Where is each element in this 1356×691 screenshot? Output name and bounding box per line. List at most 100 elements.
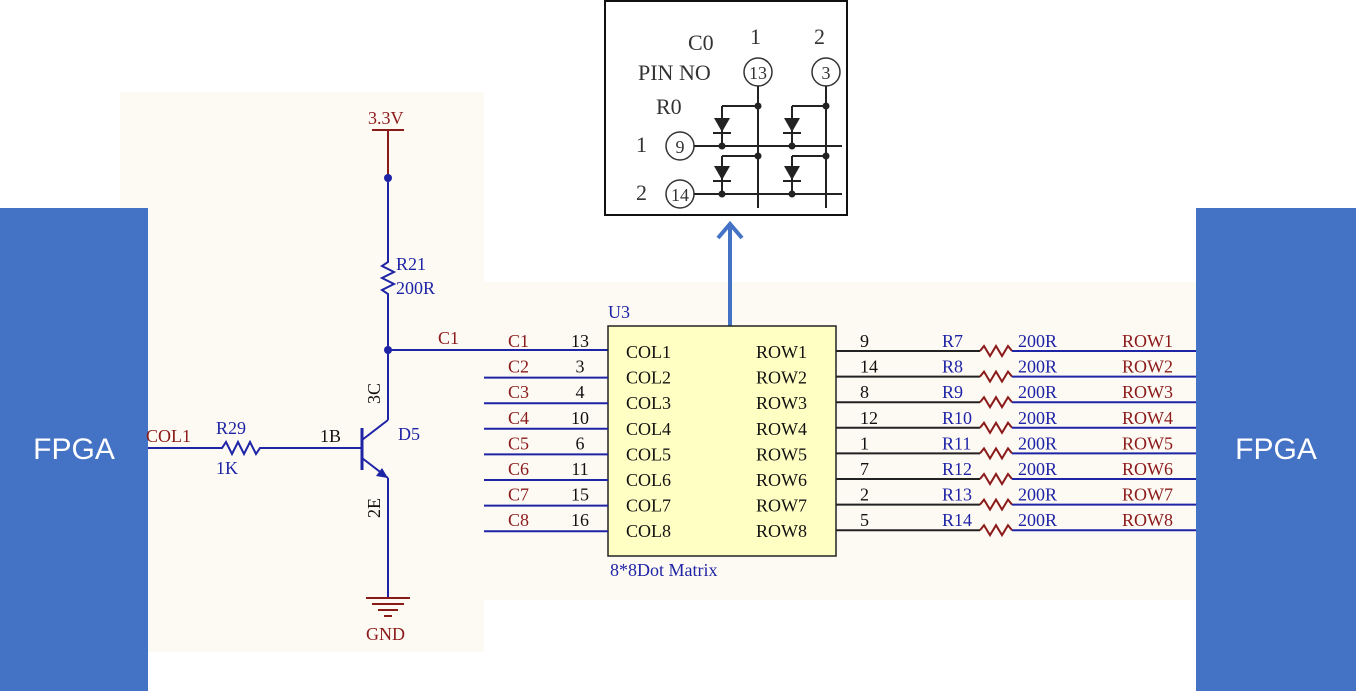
gnd-symbol <box>366 597 410 617</box>
row-resistor-ref: R11 <box>942 433 971 453</box>
left-pin-name: COL6 <box>626 470 671 490</box>
inset-c0-label: C0 <box>688 30 714 55</box>
left-pin-number: 6 <box>576 433 585 453</box>
vcc-label: 3.3V <box>368 108 404 128</box>
row-resistor <box>979 395 1013 410</box>
left-pin-name: COL4 <box>626 419 671 439</box>
row-resistor <box>979 420 1013 435</box>
right-pin-name: ROW6 <box>756 470 807 490</box>
row-net-label: ROW3 <box>1122 382 1173 402</box>
fpga-left-label: FPGA <box>33 432 115 466</box>
transistor-base-label: 1B <box>320 426 341 446</box>
row-resistor-value: 200R <box>1018 357 1057 377</box>
right-pin-number: 1 <box>860 433 869 453</box>
gnd-label: GND <box>366 624 405 644</box>
inset-pin3-label: 3 <box>822 63 831 83</box>
right-pin-number: 2 <box>860 485 869 505</box>
inset-led-diodes <box>713 102 830 198</box>
inset-pin9-label: 9 <box>676 137 685 157</box>
r21-resistor <box>379 254 397 300</box>
row-net-label: ROW1 <box>1122 331 1173 351</box>
row-resistor-ref: R14 <box>942 510 972 530</box>
schematic-background-lower <box>484 282 1196 600</box>
inset-pin14-label: 14 <box>671 185 689 205</box>
r29-value: 1K <box>216 458 238 478</box>
row-resistor <box>979 344 1013 358</box>
led-matrix-detail-drawing: C0 1 2 PIN NO 13 3 R0 1 9 2 14 <box>636 24 842 209</box>
row-resistor <box>979 472 1013 486</box>
inset-col2-label: 2 <box>814 24 825 49</box>
row-net-label: ROW5 <box>1122 433 1173 453</box>
right-pin-number: 7 <box>860 459 869 479</box>
vcc-junction <box>384 174 392 182</box>
right-pin-name: ROW5 <box>756 444 807 464</box>
pointer-arrow <box>716 220 744 326</box>
left-pin-net-label: C2 <box>508 357 529 377</box>
inset-row2-label: 2 <box>636 180 647 205</box>
right-pin-name: ROW2 <box>756 368 807 388</box>
left-pin-net-label: C3 <box>508 382 529 402</box>
transistor-collector-label: 3C <box>364 383 384 404</box>
fpga-right-label: FPGA <box>1235 432 1317 466</box>
right-pin-number: 14 <box>860 357 878 377</box>
row-resistor <box>979 497 1013 512</box>
row-resistor-value: 200R <box>1018 459 1057 479</box>
left-pin-name: COL7 <box>626 496 671 516</box>
vcc-symbol <box>372 129 404 178</box>
left-pin-net-label: C5 <box>508 433 529 453</box>
left-pin-number: 15 <box>571 485 589 505</box>
row-net-label: ROW7 <box>1122 485 1173 505</box>
left-pin-net-label: C7 <box>508 485 529 505</box>
led-matrix-detail-inset: C0 1 2 PIN NO 13 3 R0 1 9 2 14 <box>604 0 848 216</box>
transistor-emitter-label: 2E <box>364 498 384 518</box>
inset-row1-label: 1 <box>636 132 647 157</box>
schematic-background-upper <box>120 92 484 652</box>
left-pin-number: 4 <box>576 382 585 402</box>
u3-chip-body <box>607 325 837 557</box>
right-pin-name: ROW8 <box>756 521 807 541</box>
fpga-left-block: FPGA <box>0 208 148 691</box>
row-resistor-value: 200R <box>1018 433 1057 453</box>
transistor-ref: D5 <box>398 424 420 444</box>
left-pin-name: COL8 <box>626 521 671 541</box>
left-pin-number: 13 <box>571 331 589 351</box>
left-pin-number: 10 <box>571 408 589 428</box>
left-pin-name: COL1 <box>626 342 671 362</box>
r29-ref: R29 <box>216 418 246 438</box>
left-pin-name: COL2 <box>626 368 671 388</box>
row-resistor-ref: R12 <box>942 459 972 479</box>
row-resistor-ref: R9 <box>942 382 963 402</box>
col1-net-label: COL1 <box>146 426 191 446</box>
left-pin-name: COL3 <box>626 393 671 413</box>
left-pin-number: 3 <box>576 357 585 377</box>
row-net-label: ROW6 <box>1122 459 1173 479</box>
right-pin-name: ROW3 <box>756 393 807 413</box>
right-pin-name: ROW1 <box>756 342 807 362</box>
r21-value: 200R <box>396 278 435 298</box>
row-resistor-value: 200R <box>1018 382 1057 402</box>
right-pin-number: 9 <box>860 331 869 351</box>
r21-ref: R21 <box>396 254 426 274</box>
c1-net-label: C1 <box>438 328 459 348</box>
row-net-label: ROW8 <box>1122 510 1173 530</box>
inset-r0-label: R0 <box>656 94 682 119</box>
r29-resistor <box>212 439 292 457</box>
row-resistor-ref: R13 <box>942 485 972 505</box>
row-resistor <box>979 369 1013 384</box>
left-pin-number: 16 <box>571 510 589 530</box>
u3-name: 8*8Dot Matrix <box>610 560 718 580</box>
u3-ref: U3 <box>608 302 630 322</box>
right-pin-number: 12 <box>860 408 878 428</box>
transistor-d5-symbol <box>360 419 389 479</box>
inset-col1-label: 1 <box>750 24 761 49</box>
row-net-label: ROW4 <box>1122 408 1173 428</box>
inset-pin-no-label: PIN NO <box>638 60 711 85</box>
left-pin-net-label: C8 <box>508 510 529 530</box>
fpga-right-block: FPGA <box>1196 208 1356 691</box>
right-pin-number: 5 <box>860 510 869 530</box>
right-pin-name: ROW4 <box>756 419 807 439</box>
row-resistor-value: 200R <box>1018 510 1057 530</box>
